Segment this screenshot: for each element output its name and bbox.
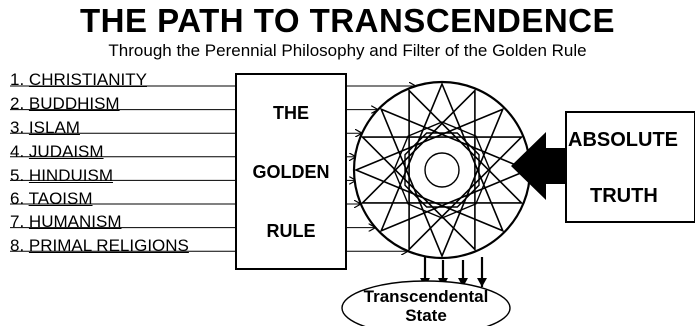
absolute-text: ABSOLUTE xyxy=(568,129,678,151)
religion-item: 3. ISLAM xyxy=(10,119,80,137)
religion-item: 4. JUDAISM xyxy=(10,143,104,161)
star-circle-figure xyxy=(354,82,530,258)
golden-rule-text-the: THE xyxy=(236,103,346,123)
transcendental-text: Transcendental xyxy=(340,287,512,307)
religion-item: 2. BUDDHISM xyxy=(10,95,120,113)
golden-rule-text-golden: GOLDEN xyxy=(236,162,346,182)
religion-item: 7. HUMANISM xyxy=(10,213,121,231)
truth-text: TRUTH xyxy=(590,185,658,207)
religion-item: 1. CHRISTIANITY xyxy=(10,71,147,89)
religion-item: 5. HINDUISM xyxy=(10,167,113,185)
golden-rule-text-rule: RULE xyxy=(236,221,346,241)
religion-item: 6. TAOISM xyxy=(10,190,93,208)
state-text: State xyxy=(340,306,512,326)
religion-item: 8. PRIMAL RELIGIONS xyxy=(10,237,189,255)
